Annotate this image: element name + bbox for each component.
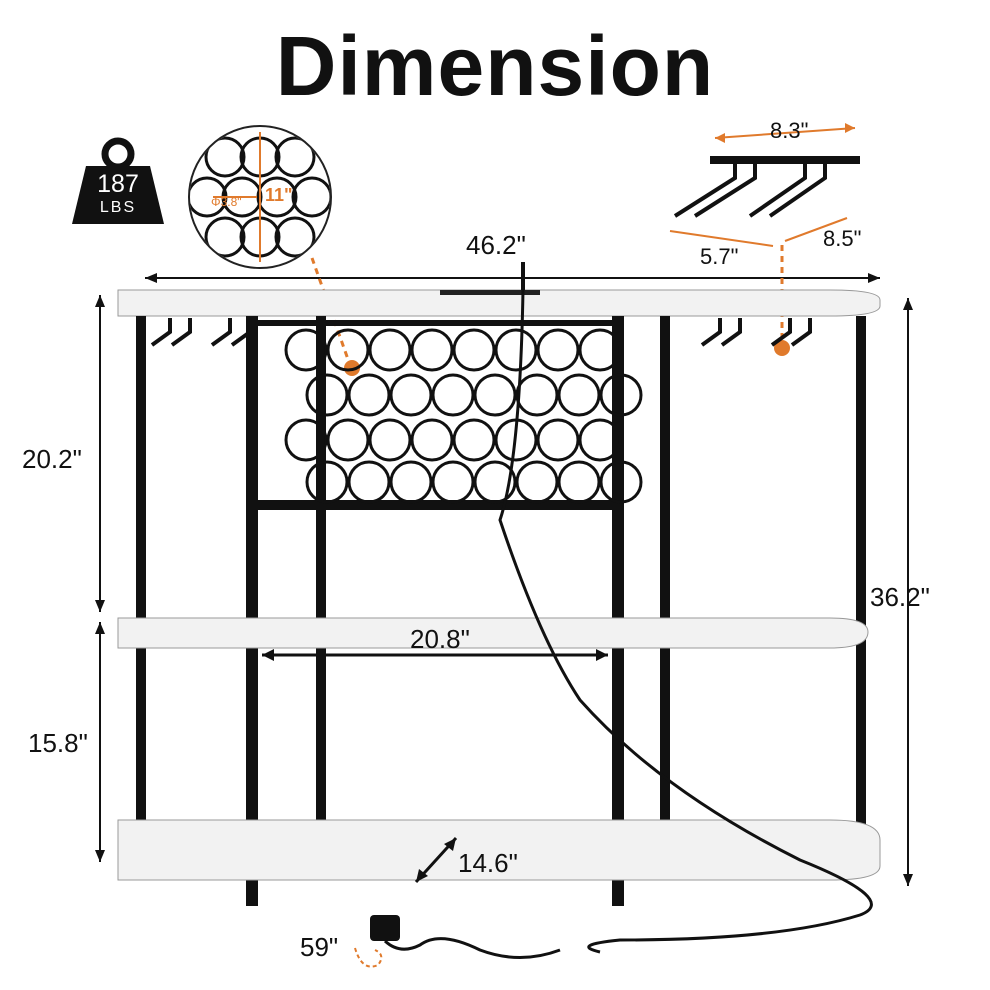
wine-rack-detail xyxy=(188,125,332,269)
glass-holder-detail xyxy=(669,123,860,247)
weight-value: 187 xyxy=(97,170,139,198)
depth-label: 14.6" xyxy=(458,848,518,878)
holder-rail-label: 5.7" xyxy=(700,244,739,269)
holder-depth-label: 8.5" xyxy=(823,226,862,251)
bottle-diameter-label: Φ3.8" xyxy=(211,195,242,209)
cord-length-label: 59" xyxy=(300,932,339,962)
inner-width-label: 20.8" xyxy=(410,624,470,654)
holder-width-label: 8.3" xyxy=(770,118,809,143)
upper-height-label: 20.2" xyxy=(22,444,82,474)
lower-height-label: 15.8" xyxy=(28,728,88,758)
weight-unit: LBS xyxy=(99,199,137,216)
rack-height-label: 11" xyxy=(265,185,293,205)
page-title: Dimension xyxy=(275,19,715,113)
total-height-label: 36.2" xyxy=(870,582,930,612)
weight-icon xyxy=(72,137,164,224)
top-width-label: 46.2" xyxy=(466,230,526,260)
